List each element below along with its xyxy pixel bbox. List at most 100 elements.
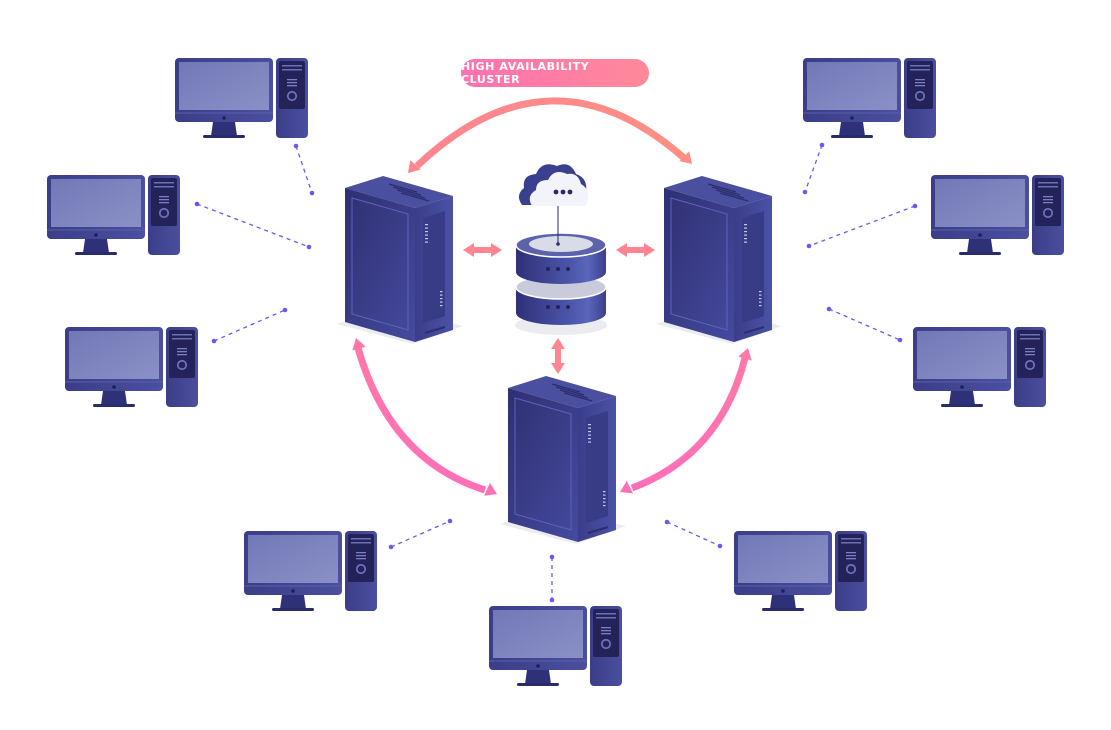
power-button-icon <box>914 90 926 102</box>
arrowhead <box>484 483 497 496</box>
power-led <box>978 233 982 237</box>
client-workstation[interactable] <box>489 606 622 686</box>
monitor-screen <box>493 610 583 658</box>
power-led <box>112 385 116 389</box>
status-led <box>759 294 762 296</box>
monitor-stand <box>967 239 993 253</box>
status-led <box>440 305 443 307</box>
status-led <box>744 224 747 226</box>
dotted-connector <box>211 307 288 344</box>
arc-arrow-right-bottom <box>630 357 749 492</box>
dotted-connector <box>293 143 315 196</box>
cluster-server[interactable] <box>656 176 782 344</box>
status-led <box>744 231 747 233</box>
power-led <box>960 385 964 389</box>
cluster-title-badge: HIGH AVAILABILITY CLUSTER <box>461 59 649 87</box>
power-led <box>291 589 295 593</box>
server-side-panel <box>742 211 764 323</box>
monitor-base <box>959 252 1001 255</box>
dotted-connector <box>806 203 918 249</box>
cluster-servers <box>337 176 782 544</box>
client-workstation[interactable] <box>47 175 180 255</box>
status-led <box>744 238 747 240</box>
status-led <box>425 231 428 233</box>
monitor-screen <box>248 535 338 583</box>
storage-disk-top <box>529 236 593 252</box>
status-led <box>759 301 762 303</box>
connector-endpoint <box>282 307 288 313</box>
dotted-connector <box>826 306 903 343</box>
cloud-icon <box>518 164 589 206</box>
client-workstation[interactable] <box>913 327 1046 407</box>
status-led <box>603 505 606 507</box>
power-led <box>222 116 226 120</box>
status-led <box>440 298 443 300</box>
connector-endpoint <box>388 544 394 550</box>
client-workstation[interactable] <box>244 531 377 611</box>
status-led <box>440 291 443 293</box>
status-led <box>425 241 428 243</box>
cloud-dot <box>567 189 573 195</box>
status-led <box>759 305 762 307</box>
arrowhead <box>679 151 692 164</box>
connector-endpoint <box>194 201 200 207</box>
connector-endpoint <box>309 190 315 196</box>
cluster-server[interactable] <box>337 176 463 344</box>
connector-endpoint <box>819 142 825 148</box>
monitor-screen <box>807 62 897 110</box>
monitor-base <box>517 683 559 686</box>
status-led <box>744 227 747 229</box>
client-workstation[interactable] <box>734 531 867 611</box>
cluster-title: HIGH AVAILABILITY CLUSTER <box>461 60 590 86</box>
power-led <box>536 664 540 668</box>
monitor-stand <box>949 391 975 405</box>
status-led <box>425 234 428 236</box>
power-button-icon <box>176 359 188 371</box>
status-led <box>440 301 443 303</box>
server-front <box>664 188 734 342</box>
monitor-screen <box>51 179 141 227</box>
connector-endpoint <box>912 203 918 209</box>
server-side-panel <box>423 211 445 323</box>
arc-arrow-left-right <box>414 97 687 169</box>
power-button-icon <box>1024 359 1036 371</box>
cluster-server[interactable] <box>500 376 626 544</box>
dotted-connector <box>549 554 555 603</box>
arrowhead <box>551 338 565 349</box>
connector-endpoint <box>802 189 808 195</box>
status-led <box>759 291 762 293</box>
status-led <box>588 434 591 436</box>
status-led <box>603 491 606 493</box>
monitor-screen <box>738 535 828 583</box>
status-led <box>588 424 591 426</box>
status-led <box>588 438 591 440</box>
arrowhead <box>408 160 421 173</box>
power-button-icon <box>600 638 612 650</box>
monitor-base <box>762 608 804 611</box>
dotted-connector <box>664 519 723 549</box>
monitor-base <box>93 404 135 407</box>
arrowhead <box>551 363 565 374</box>
monitor-base <box>941 404 983 407</box>
status-led <box>744 241 747 243</box>
connector-endpoint <box>826 306 832 312</box>
status-led <box>588 427 591 429</box>
indicator-dot <box>566 305 570 309</box>
indicator-dot <box>546 305 550 309</box>
status-led <box>440 294 443 296</box>
monitor-stand <box>211 122 237 136</box>
power-button-icon <box>355 563 367 575</box>
client-workstation[interactable] <box>175 58 308 138</box>
client-workstation[interactable] <box>803 58 936 138</box>
connector-endpoint <box>806 243 812 249</box>
client-workstation[interactable] <box>65 327 198 407</box>
indicator-dot <box>556 267 560 271</box>
dotted-connector <box>194 201 312 250</box>
arrowhead <box>620 480 633 494</box>
client-workstation[interactable] <box>931 175 1064 255</box>
monitor-stand <box>280 595 306 609</box>
status-led <box>588 431 591 433</box>
monitor-base <box>203 135 245 138</box>
monitor-stand <box>839 122 865 136</box>
